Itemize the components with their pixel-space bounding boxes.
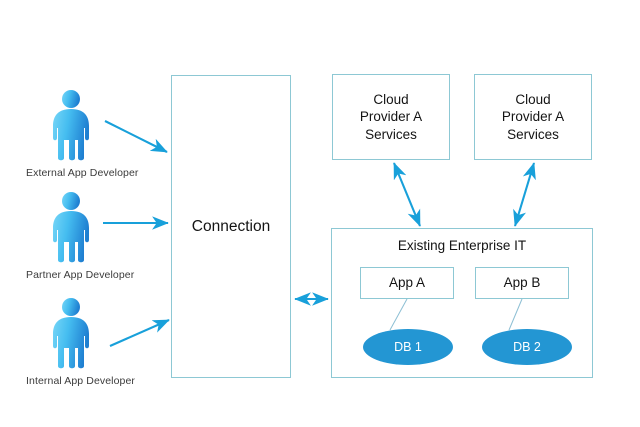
app-b-label: App B (503, 275, 541, 291)
cloud-a-line-1: Cloud (373, 92, 409, 108)
cloud-provider-b-label: Cloud Provider A Services (475, 91, 591, 143)
actor-label: Internal App Developer (26, 375, 136, 387)
app-a-box[interactable]: App A (360, 267, 454, 299)
app-a-to-db-1-line (389, 298, 408, 331)
cloud-b-line-2: Provider A (501, 109, 565, 125)
cloud-b-line-1: Cloud (515, 92, 551, 108)
db-1-label: DB 1 (394, 340, 422, 354)
cloud-a-line-2: Provider A (359, 109, 423, 125)
connection-box[interactable]: Connection (171, 75, 291, 378)
db-2-ellipse[interactable]: DB 2 (482, 329, 572, 365)
actor-label: External App Developer (26, 167, 139, 179)
app-a-label: App A (388, 275, 426, 291)
cloud-provider-b-box[interactable]: Cloud Provider A Services (474, 74, 592, 160)
db-1-ellipse[interactable]: DB 1 (363, 329, 453, 365)
person-icon (53, 192, 89, 263)
enterprise-it-title: Existing Enterprise IT (397, 238, 527, 253)
actor-partner-app-developer[interactable]: Partner App Developer (16, 190, 135, 281)
actor-external-app-developer[interactable]: External App Developer (16, 88, 139, 179)
person-icon (53, 90, 89, 161)
cloud-provider-a-label: Cloud Provider A Services (333, 91, 449, 143)
actor-label: Partner App Developer (26, 269, 135, 281)
cloud-b-line-3: Services (507, 126, 559, 142)
db-2-label: DB 2 (513, 340, 541, 354)
cloud-provider-a-box[interactable]: Cloud Provider A Services (332, 74, 450, 160)
arrow-enterprise-to-cloud-b (513, 162, 536, 227)
existing-enterprise-it-box[interactable]: Existing Enterprise IT App A App B DB 1 … (331, 228, 593, 378)
app-b-box[interactable]: App B (475, 267, 569, 299)
cloud-a-line-3: Services (365, 126, 417, 142)
person-icon (53, 298, 89, 369)
connection-label: Connection (191, 217, 271, 235)
arrow-enterprise-to-cloud-a (393, 162, 421, 227)
app-b-to-db-2-line (508, 298, 523, 331)
actor-internal-app-developer[interactable]: Internal App Developer (16, 296, 136, 387)
